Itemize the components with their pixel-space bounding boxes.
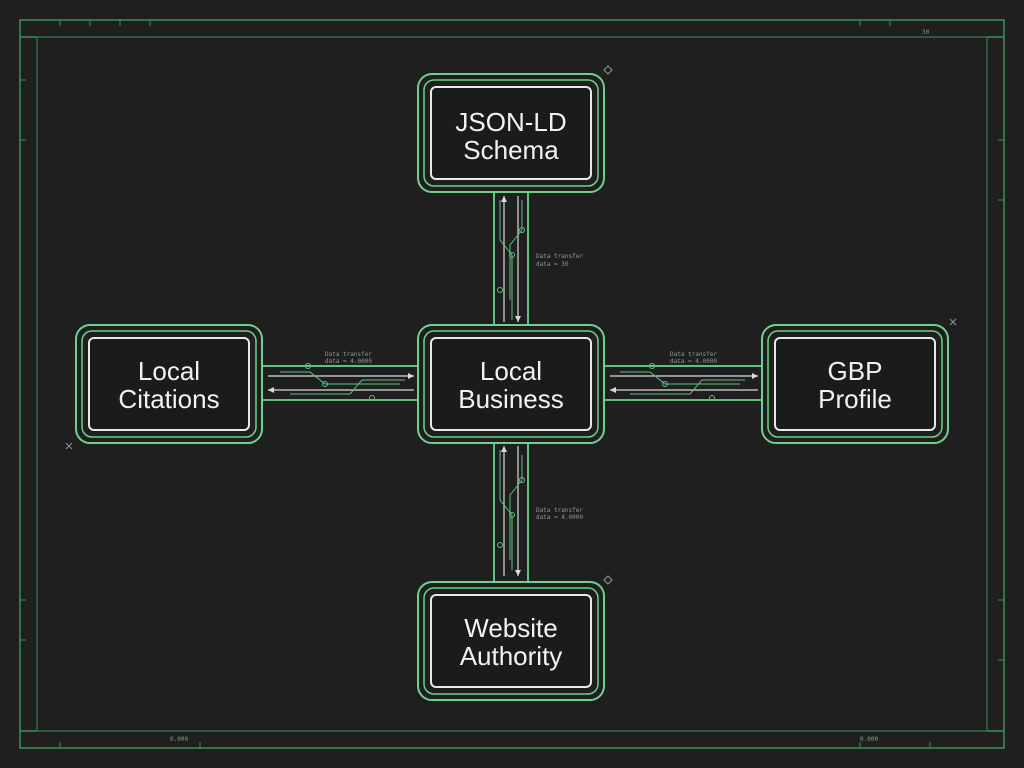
right-annotation-a: Data transfer bbox=[670, 351, 717, 358]
bottom-right-label: 0.000 bbox=[860, 736, 878, 743]
node-left-line1: Local bbox=[138, 356, 200, 386]
connector-bottom bbox=[493, 440, 529, 582]
left-annotation-a: Data transfer bbox=[325, 351, 372, 358]
node-top: JSON-LD Schema bbox=[417, 73, 605, 193]
frame-ticks bbox=[20, 20, 1004, 748]
node-right-line2: Profile bbox=[818, 384, 892, 414]
node-center-line2: Business bbox=[458, 384, 564, 414]
connector-right bbox=[604, 363, 764, 401]
node-top-line2: Schema bbox=[463, 135, 559, 165]
node-bottom-line1: Website bbox=[464, 613, 557, 643]
node-right: GBP Profile bbox=[761, 324, 949, 444]
corner-label: 30 bbox=[922, 29, 930, 36]
node-center: Local Business bbox=[417, 324, 605, 444]
bottom-annotation-a: Data transfer bbox=[536, 507, 583, 514]
outer-frame bbox=[19, 19, 1005, 749]
crosshair-markers bbox=[65, 65, 957, 585]
top-annotation-a: Data transfer bbox=[536, 253, 583, 260]
node-bottom-line2: Authority bbox=[460, 641, 563, 671]
node-bottom: Website Authority bbox=[417, 581, 605, 701]
node-center-line1: Local bbox=[480, 356, 542, 386]
node-left: Local Citations bbox=[75, 324, 263, 444]
top-annotation-b: data = 30 bbox=[536, 261, 569, 268]
node-top-line1: JSON-LD bbox=[455, 107, 566, 137]
left-annotation-b: data = 4.0000 bbox=[325, 358, 372, 365]
node-left-line2: Citations bbox=[118, 384, 219, 414]
annotations: 30 Data transfer data = 30 Data transfer… bbox=[170, 29, 930, 743]
connectors bbox=[262, 190, 764, 582]
connector-left bbox=[262, 363, 420, 401]
connector-top bbox=[493, 190, 529, 330]
bottom-left-label: 0.000 bbox=[170, 736, 188, 743]
right-annotation-b: data = 4.0000 bbox=[670, 358, 717, 365]
bottom-annotation-b: data = 4.0000 bbox=[536, 514, 583, 521]
node-right-line1: GBP bbox=[828, 356, 883, 386]
